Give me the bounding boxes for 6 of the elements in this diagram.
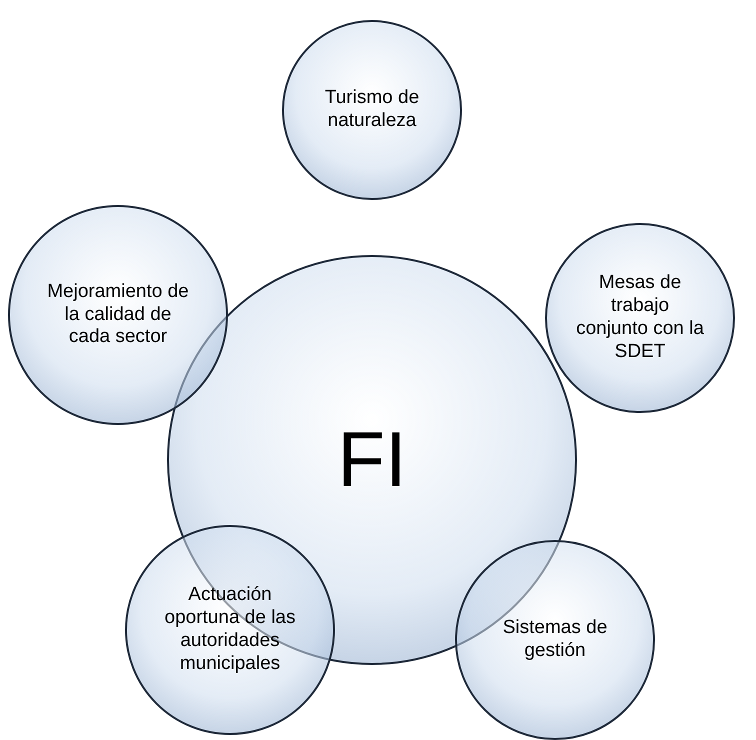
bubble-label: Turismo de naturaleza xyxy=(324,87,420,133)
bubble-label: Mesas de trabajo conjunto con la SDET xyxy=(575,272,705,364)
bubble-label: Mejoramiento de la calidad de cada sector xyxy=(46,280,190,350)
bubble-label: Sistemas de gestión xyxy=(502,617,608,663)
bubble-label: Actuación oportuna de las autoridades municipales xyxy=(164,584,296,676)
bubble-label: FI xyxy=(336,414,408,506)
